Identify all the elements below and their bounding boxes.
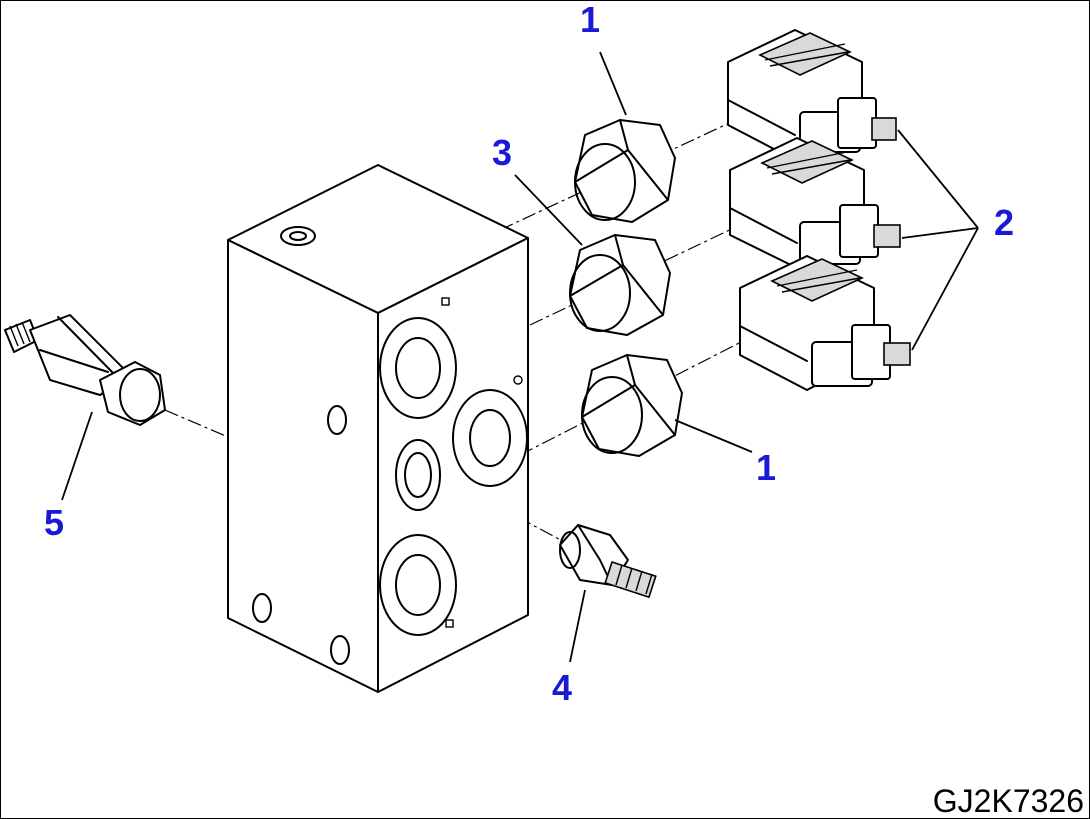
callout-pressure-switch: 4 bbox=[552, 667, 572, 708]
callout-solenoid: 2 bbox=[994, 202, 1014, 243]
solenoid-top bbox=[727, 29, 897, 161]
drawing-id: GJ2K7326 bbox=[933, 783, 1084, 819]
plug-bottom bbox=[581, 354, 683, 457]
callout-plug-top: 1 bbox=[580, 0, 600, 40]
solenoid-bottom bbox=[739, 255, 911, 391]
callout-labels: 1 3 2 1 5 4 bbox=[44, 0, 1014, 708]
callout-plug-middle: 3 bbox=[492, 132, 512, 173]
valve-block bbox=[227, 164, 529, 693]
callout-plug-bottom: 1 bbox=[756, 447, 776, 488]
pressure-switch bbox=[559, 524, 657, 599]
relief-valve bbox=[4, 314, 166, 426]
callout-relief-valve: 5 bbox=[44, 502, 64, 543]
plug-top bbox=[574, 119, 676, 223]
leader-lines bbox=[61, 51, 979, 663]
solenoid-middle bbox=[729, 137, 901, 269]
plug-middle bbox=[569, 234, 671, 336]
